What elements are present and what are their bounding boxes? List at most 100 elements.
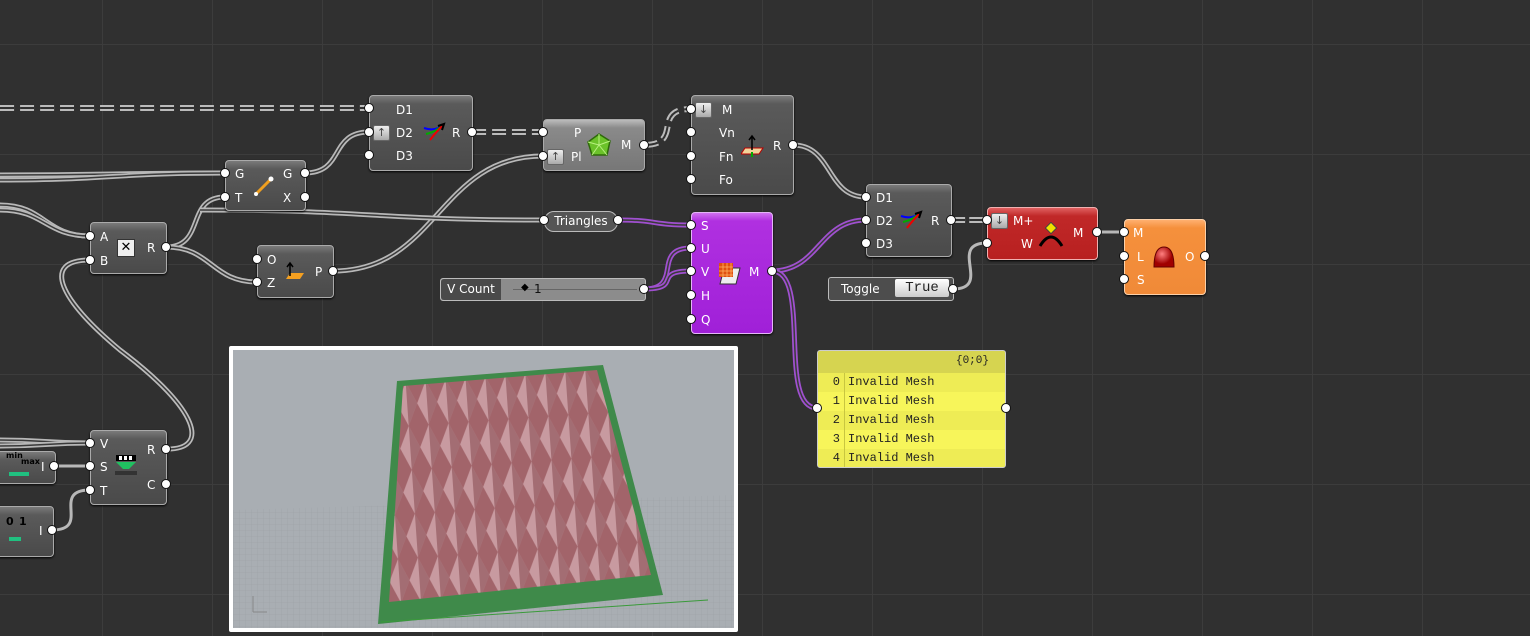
input-p: P [574,126,582,140]
parameter-grip[interactable] [686,127,696,137]
input-fn: Fn [719,150,734,164]
parameter-grip[interactable] [639,140,649,150]
parameter-grip[interactable] [1119,227,1129,237]
parameter-grip[interactable] [467,127,477,137]
parameter-grip[interactable] [538,127,548,137]
face-normals-component[interactable]: ↓ M Vn Fn Fo R [691,95,794,195]
mesh-surface-component[interactable]: S U V H Q M [691,212,773,334]
parameter-grip[interactable] [639,284,649,294]
parameter-grip[interactable] [85,255,95,265]
slider-knob-icon[interactable]: ◆ [521,282,529,293]
parameter-grip[interactable] [788,140,798,150]
parameter-grip[interactable] [300,168,310,178]
v-count-slider[interactable]: V Count ◆ 1 [440,278,646,301]
evaluate-curve-component[interactable]: G T G X [225,160,306,211]
parameter-grip[interactable] [220,168,230,178]
parameter-grip[interactable] [686,290,696,300]
custom-preview-component[interactable]: M L S O [1124,219,1206,295]
parameter-grip[interactable] [161,479,171,489]
mesh-from-points-component[interactable]: P ↑ Pl M [543,119,645,171]
domain-0-1-component[interactable]: 0 1 I [0,506,54,557]
input-v: V [701,265,710,279]
parameter-grip[interactable] [1092,227,1102,237]
parameter-grip[interactable] [85,438,95,448]
parameter-grip[interactable] [252,277,262,287]
viewport-preview[interactable] [229,346,738,632]
input-h: H [701,289,711,303]
multiplication-component[interactable]: A B ✕ R [90,222,167,274]
weave-icon [423,122,446,141]
output-i: I [41,460,45,474]
parameter-grip[interactable] [47,525,57,535]
output-o: O [1185,250,1195,264]
input-z: Z [267,276,276,290]
parameter-grip[interactable] [85,461,95,471]
parameter-grip[interactable] [220,192,230,202]
wire [165,196,226,248]
graft-flag-icon: ↑ [373,125,390,141]
triangles-relay[interactable]: Triangles [544,211,618,232]
parameter-grip[interactable] [252,254,262,264]
parameter-grip[interactable] [686,314,696,324]
output-r: R [773,139,782,153]
parameter-grip[interactable] [861,215,871,225]
parameter-grip[interactable] [686,104,696,114]
sub-list-component[interactable]: V S T R C [90,430,167,505]
toggle-value[interactable]: True [895,279,949,297]
parameter-grip[interactable] [49,461,59,471]
input-pl: Pl [571,150,582,164]
parameter-grip[interactable] [613,215,623,225]
parameter-grip[interactable] [982,215,992,225]
slider-track[interactable] [513,289,637,290]
parameter-grip[interactable] [812,403,822,413]
parameter-grip[interactable] [538,151,548,161]
parameter-grip[interactable] [861,192,871,202]
parameter-grip[interactable] [161,444,171,454]
parameter-grip[interactable] [328,266,338,276]
parameter-grip[interactable] [364,127,374,137]
panel-output-grip[interactable] [1001,403,1011,413]
parameter-grip[interactable] [85,485,95,495]
wire [952,241,988,291]
parameter-grip[interactable] [982,238,992,248]
toggle-name: Toggle [841,282,880,296]
domain-min-max-component[interactable]: min max I [0,451,56,484]
input-s: S [701,219,709,233]
parameter-grip[interactable] [85,231,95,241]
parameter-grip[interactable] [686,220,696,230]
parameter-grip[interactable] [364,103,374,113]
input-g: G [235,167,245,181]
weave-component-2[interactable]: D1 D2 D3 R [866,184,952,257]
boolean-toggle[interactable]: Toggle True [828,277,954,301]
parameter-grip[interactable] [364,150,374,160]
parameter-grip[interactable] [1200,251,1210,261]
row-value: Invalid Mesh [848,394,935,408]
wire [771,219,867,272]
graft-flag-icon: ↑ [547,149,564,165]
input-a: A [100,230,109,244]
parameter-grip[interactable] [300,192,310,202]
construct-plane-component[interactable]: O Z P [257,245,334,298]
min-label: min [6,451,23,460]
parameter-grip[interactable] [161,242,171,252]
row-index: 0 [818,373,845,392]
parameter-grip[interactable] [686,243,696,253]
parameter-grip[interactable] [539,215,549,225]
weave-component-1[interactable]: D1 ↑ D2 D3 R [369,95,473,171]
mesh-join-component[interactable]: ↓ M+ W M [987,207,1098,260]
parameter-grip[interactable] [948,284,958,294]
parameter-grip[interactable] [1119,251,1129,261]
wire [304,131,370,174]
parameter-grip[interactable] [686,266,696,276]
parameter-grip[interactable] [946,215,956,225]
parameter-grip[interactable] [767,266,777,276]
parameter-grip[interactable] [686,174,696,184]
row-value: Invalid Mesh [848,413,935,427]
parameter-grip[interactable] [686,151,696,161]
flatten-flag-icon: ↓ [695,102,712,118]
domain-icon [9,472,29,476]
output-c: C [147,478,156,492]
parameter-grip[interactable] [861,238,871,248]
parameter-grip[interactable] [1119,274,1129,284]
